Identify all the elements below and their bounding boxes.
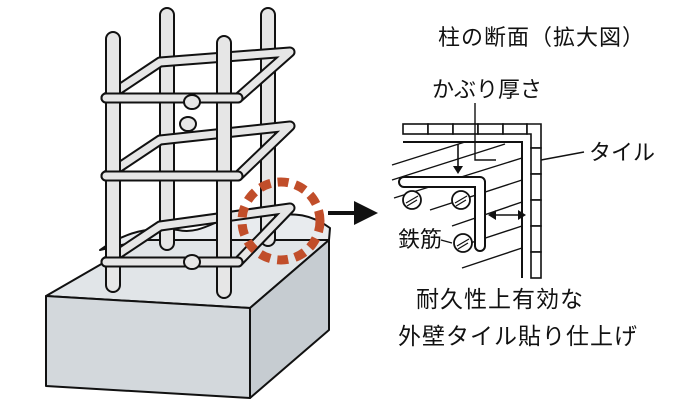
footing-right-face xyxy=(249,239,330,399)
side-cover-dimension xyxy=(488,210,526,220)
tile-leader-line xyxy=(540,151,585,161)
rebar-section-hatch xyxy=(405,195,470,250)
footing-front-face xyxy=(45,295,251,399)
finish-note-line1: 耐久性上有効な xyxy=(416,287,584,313)
tile-column-right xyxy=(530,147,542,279)
cover-thickness-dimension xyxy=(453,144,463,174)
rebar-back-left xyxy=(159,7,175,251)
section-title: 柱の断面（拡大図） xyxy=(438,26,646,51)
cover-thickness-label: かぶり厚さ xyxy=(432,78,543,103)
tie-knot xyxy=(183,254,201,270)
highlight-ring xyxy=(237,177,325,265)
tile-row-top xyxy=(402,123,528,135)
tie-knot xyxy=(183,94,201,110)
right-arrow-icon xyxy=(328,201,378,225)
column-section-detail xyxy=(391,103,585,279)
rebar-front-left xyxy=(105,31,121,293)
finish-note-line2: 外壁タイル貼り仕上げ xyxy=(398,324,638,350)
tile-label: タイル xyxy=(589,141,656,166)
tie-knots xyxy=(179,94,201,270)
hoop-front-segments xyxy=(100,92,244,268)
cover-leader-line xyxy=(474,103,496,161)
tile-corner xyxy=(526,123,542,149)
concrete-section-outline xyxy=(403,141,523,278)
rebar-leader-line xyxy=(440,239,453,244)
tie-knot xyxy=(179,116,197,132)
section-hoop xyxy=(398,176,486,252)
rebar-label: 鉄筋 xyxy=(398,228,443,253)
